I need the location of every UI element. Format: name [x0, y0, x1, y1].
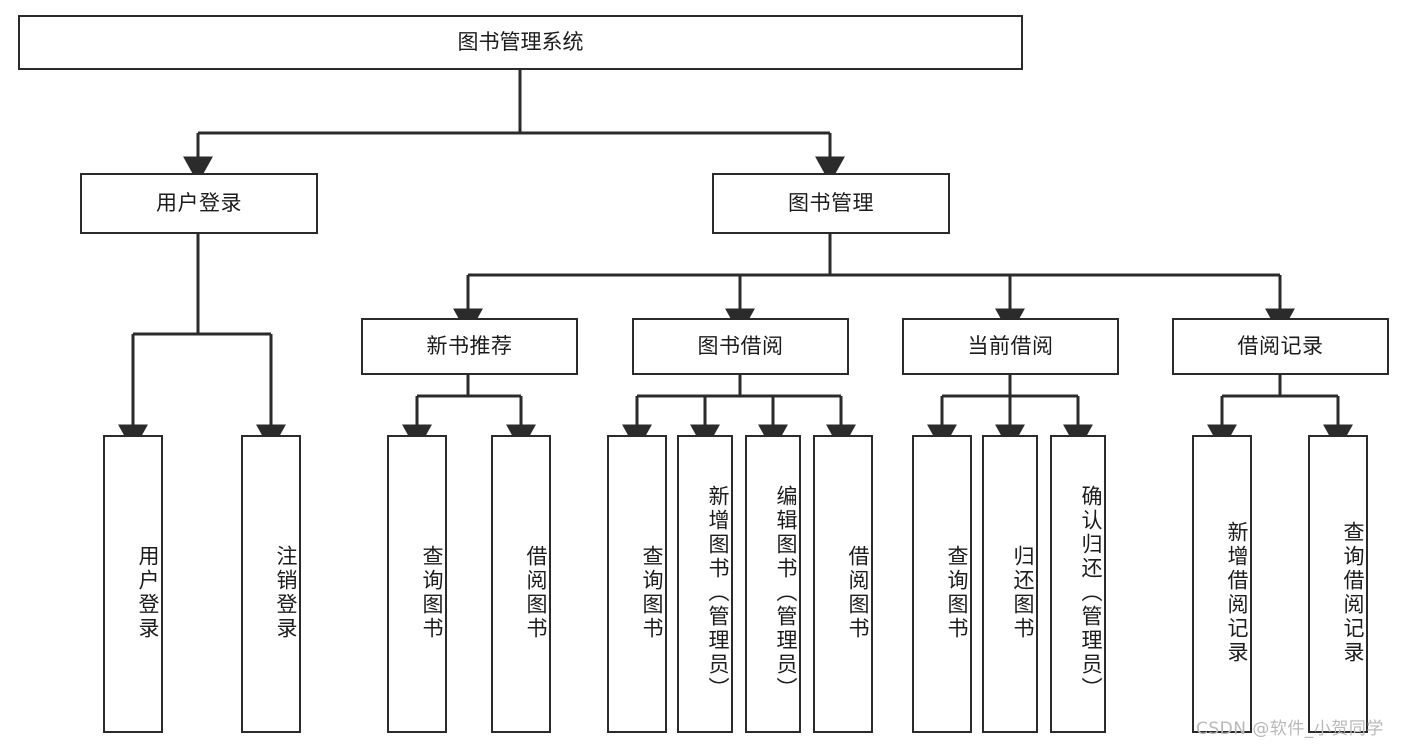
node-book-borrow[interactable]: 图书借阅	[632, 318, 849, 375]
node-label: 查询图书	[420, 545, 444, 641]
leaf-book-borrow-query[interactable]: 查询图书	[607, 435, 667, 733]
node-new-book-recommend[interactable]: 新书推荐	[361, 318, 578, 375]
node-label: 用户登录	[136, 545, 160, 641]
node-label: 新增借阅记录	[1225, 521, 1249, 665]
node-label: 借阅图书	[846, 545, 870, 641]
node-label: 查询借阅记录	[1341, 521, 1365, 665]
node-label: 查询图书	[640, 545, 664, 641]
node-label: 图书管理	[788, 191, 874, 216]
node-label: 查询图书	[945, 545, 969, 641]
node-label: 借阅记录	[1237, 334, 1324, 359]
node-label: 新书推荐	[426, 334, 513, 359]
node-label: 新增图书（管理员）	[706, 485, 730, 701]
node-root-system[interactable]: 图书管理系统	[18, 15, 1023, 70]
node-label: 归还图书	[1011, 545, 1035, 641]
node-label: 用户登录	[156, 191, 242, 216]
leaf-current-borrow-query[interactable]: 查询图书	[912, 435, 972, 733]
node-borrow-record[interactable]: 借阅记录	[1172, 318, 1389, 375]
leaf-book-borrow-add[interactable]: 新增图书（管理员）	[677, 435, 733, 733]
leaf-new-book-borrow[interactable]: 借阅图书	[491, 435, 551, 733]
node-label: 图书借阅	[697, 334, 784, 359]
leaf-current-borrow-return[interactable]: 归还图书	[982, 435, 1038, 733]
node-current-borrow[interactable]: 当前借阅	[902, 318, 1119, 375]
leaf-user-login-logout[interactable]: 注销登录	[241, 435, 301, 733]
node-label: 借阅图书	[524, 545, 548, 641]
leaf-current-borrow-confirm[interactable]: 确认归还（管理员）	[1050, 435, 1106, 733]
node-book-management[interactable]: 图书管理	[712, 173, 950, 234]
leaf-user-login-login[interactable]: 用户登录	[103, 435, 163, 733]
leaf-borrow-record-query[interactable]: 查询借阅记录	[1308, 435, 1368, 733]
leaf-borrow-record-add[interactable]: 新增借阅记录	[1192, 435, 1252, 733]
node-label: 当前借阅	[967, 334, 1054, 359]
node-label: 图书管理系统	[457, 30, 584, 55]
leaf-book-borrow-edit[interactable]: 编辑图书（管理员）	[745, 435, 801, 733]
node-label: 确认归还（管理员）	[1079, 485, 1103, 701]
leaf-book-borrow-borrow[interactable]: 借阅图书	[813, 435, 873, 733]
leaf-new-book-query[interactable]: 查询图书	[387, 435, 447, 733]
node-user-login[interactable]: 用户登录	[80, 173, 318, 234]
node-label: 编辑图书（管理员）	[774, 485, 798, 701]
node-label: 注销登录	[274, 545, 298, 641]
csdn-watermark: CSDN @软件_小贺同学	[1196, 719, 1384, 739]
